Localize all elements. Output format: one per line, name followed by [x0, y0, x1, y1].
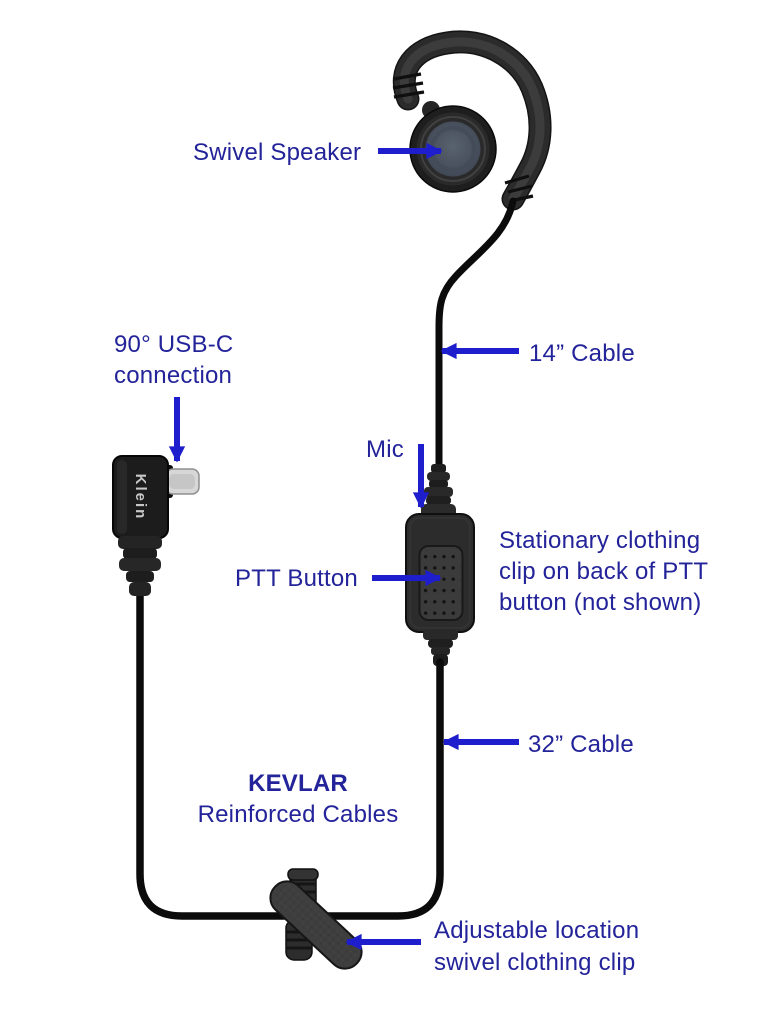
ptt-bottom-strain-relief: [423, 629, 458, 666]
label-kevlar-line2: Reinforced Cables: [197, 801, 399, 828]
label-kevlar: KEVLAR Reinforced Cables: [176, 768, 420, 830]
label-32-inch-cable: 32” Cable: [528, 731, 634, 758]
label-stationary-line2: clip on back of PTT: [499, 558, 709, 585]
clip-plate: [269, 880, 363, 970]
label-swivel-clip-line1: Adjustable location: [434, 917, 640, 944]
label-swivel-speaker: Swivel Speaker: [193, 139, 362, 166]
mic-strain-relief: [421, 464, 456, 518]
label-kevlar-line1: KEVLAR: [248, 770, 348, 797]
cable-14-inch: [435, 197, 517, 472]
label-usb-line1: 90° USB-C: [114, 331, 234, 358]
label-stationary-clip: Stationary clothing clip on back of PTT …: [499, 525, 708, 618]
hook-tip-ribs: [392, 72, 425, 99]
cable-32-inch-loop: [136, 590, 444, 920]
callout-arrows: [168, 142, 519, 951]
label-usb-connection: 90° USB-C connection: [114, 329, 233, 391]
usb-strain-relief: [118, 536, 162, 596]
label-stationary-line1: Stationary clothing: [499, 527, 701, 554]
label-ptt-button: PTT Button: [235, 565, 358, 592]
label-mic: Mic: [366, 436, 404, 463]
label-stationary-line3: button (not shown): [499, 589, 702, 616]
ptt-assembly: [405, 513, 475, 666]
label-swivel-clip-line2: swivel clothing clip: [434, 949, 636, 976]
swivel-speaker: [409, 101, 497, 193]
label-usb-line2: connection: [114, 362, 233, 389]
usb-c-connector: Klein: [112, 455, 200, 596]
connector-brand-text: Klein: [132, 474, 149, 521]
label-14-inch-cable: 14” Cable: [529, 340, 635, 367]
label-swivel-clip: Adjustable location swivel clothing clip: [434, 915, 639, 979]
swivel-clothing-clip: [269, 868, 363, 970]
